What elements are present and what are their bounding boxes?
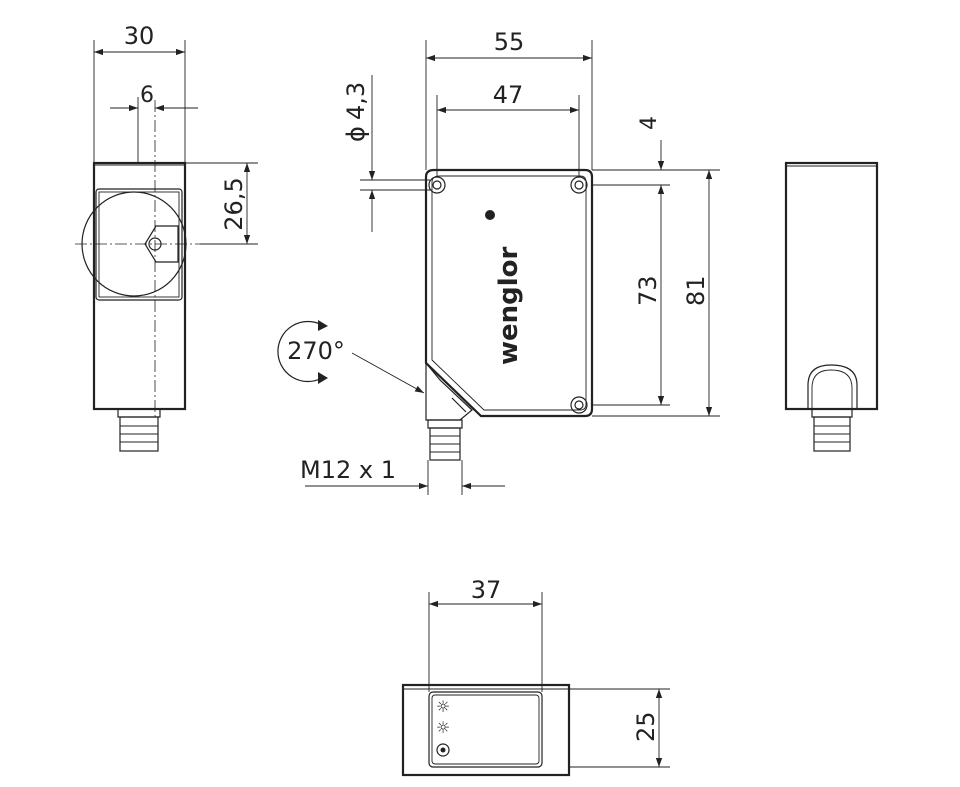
back-view: [784, 161, 879, 452]
dim-width-55: 55: [494, 28, 525, 56]
sun-led-icon: ☼: [436, 697, 450, 716]
dim-offset-6: 6: [140, 83, 154, 108]
side-view: wenglor 55 47 ϕ 4,3 4 73 81: [277, 28, 720, 495]
dim-height-25: 25: [632, 711, 660, 742]
dim-rotation-270: 270°: [287, 337, 345, 365]
dim-width-47: 47: [493, 81, 524, 109]
top-view: ☼ ☼ 37 25: [401, 576, 670, 777]
dim-width-37: 37: [471, 576, 502, 604]
dim-height-26-5: 26,5: [220, 177, 248, 230]
dim-diameter-symbol: ϕ: [342, 126, 370, 142]
dim-height-73: 73: [634, 275, 662, 306]
dim-width-30: 30: [124, 22, 155, 50]
registered-mark-icon: [485, 210, 495, 220]
dim-hole-4-3: 4,3: [342, 82, 370, 120]
front-view: 30 6 26,5: [75, 22, 258, 452]
target-led-icon: [436, 743, 450, 757]
dim-offset-4: 4: [637, 116, 662, 130]
dim-thread-m12: M12 x 1: [300, 456, 396, 484]
sun-led-icon: ☼: [436, 718, 450, 737]
brand-logo: wenglor: [494, 246, 524, 365]
dim-height-81: 81: [682, 275, 710, 306]
